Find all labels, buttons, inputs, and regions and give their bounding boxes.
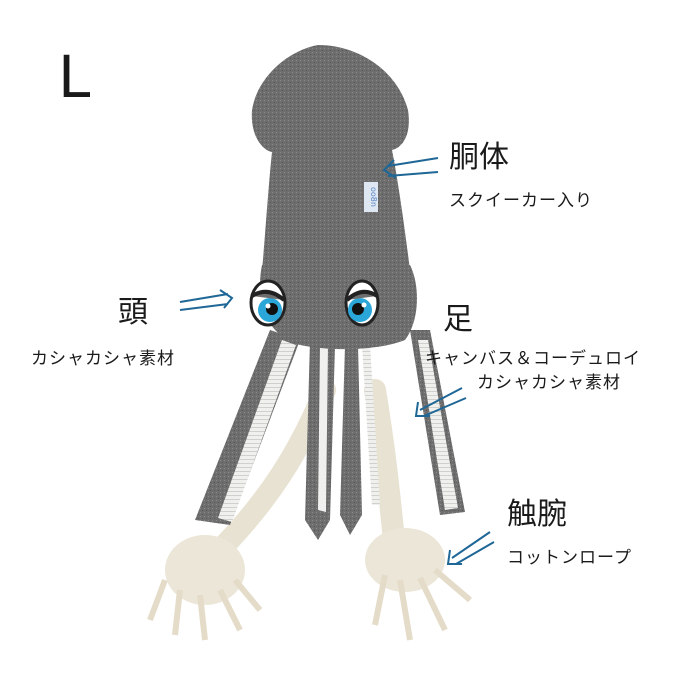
tentacles-desc: コットンロープ [507, 548, 632, 568]
legs-desc-line1: キャンバス＆コーデュロイ [425, 349, 641, 369]
right-eye [344, 279, 380, 327]
legs-title: 足 [443, 302, 473, 337]
size-label: L [58, 43, 91, 111]
tentacles-arrow-icon [446, 531, 495, 565]
head-arrow-icon [179, 289, 234, 311]
body-title: 胴体 [449, 140, 509, 175]
legs-desc-line2: カシャカシャ素材 [477, 373, 621, 393]
tentacles-title: 触腕 [507, 497, 567, 532]
legs-arrow-icon [414, 387, 467, 417]
head-title: 頭 [118, 295, 148, 330]
body-desc: スクイーカー入り [449, 191, 593, 211]
head-desc: カシャカシャ素材 [31, 349, 175, 369]
svg-text:oo8n: oo8n [369, 187, 378, 207]
left-eye [249, 279, 287, 327]
body-arrow-icon [382, 157, 439, 179]
